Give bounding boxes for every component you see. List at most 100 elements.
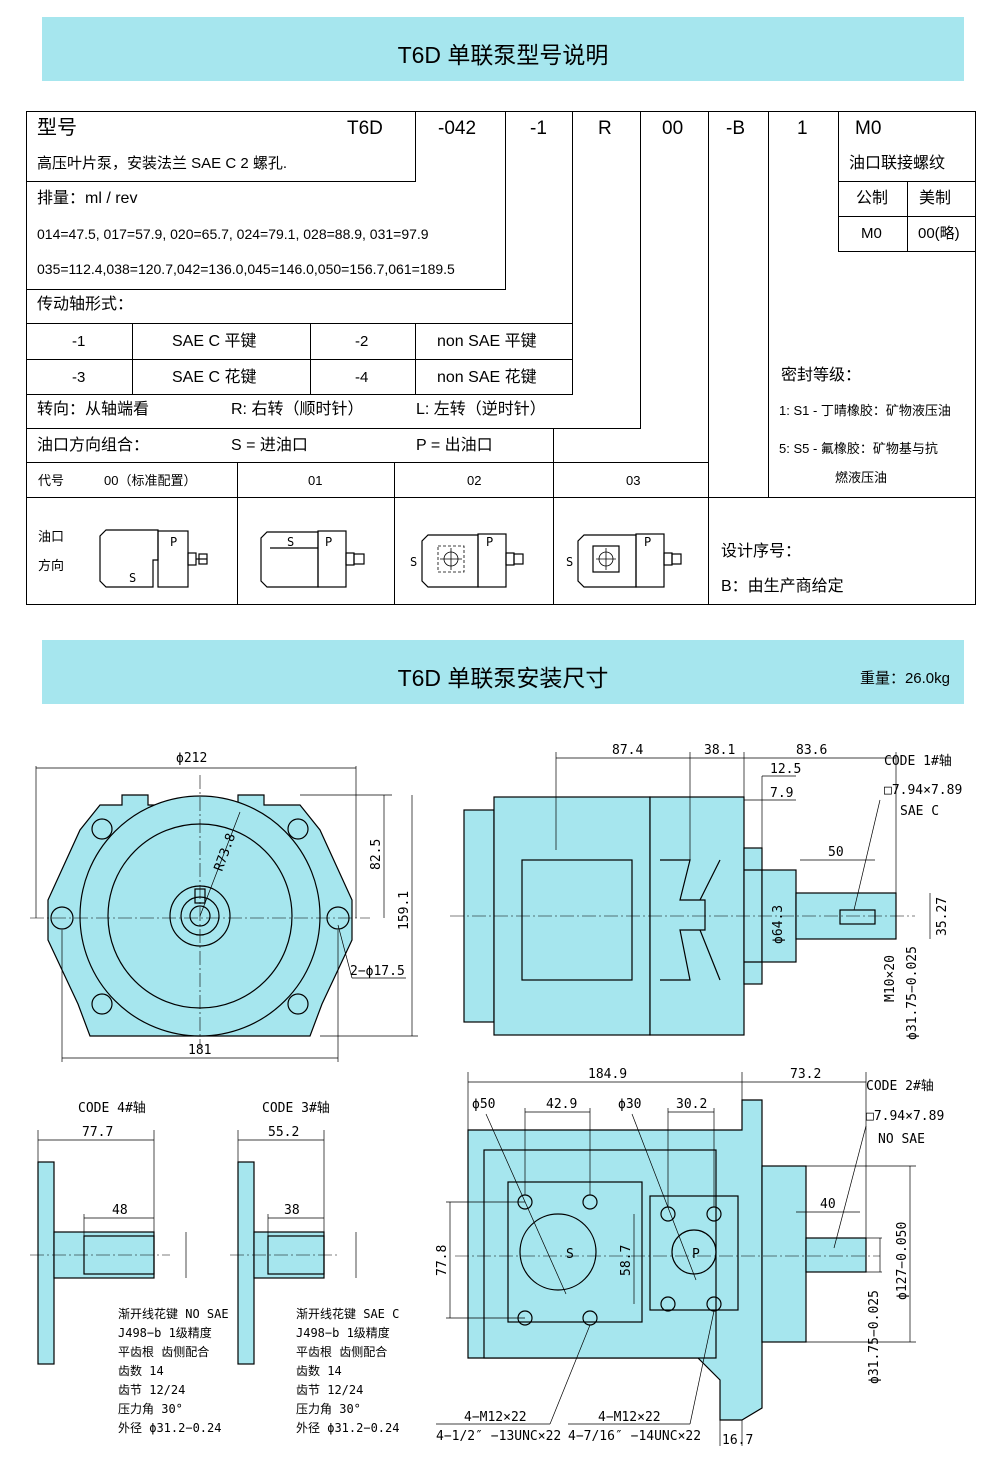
dim-38.1: 38.1 — [704, 743, 735, 758]
thread-us-value: 00(略) — [918, 225, 960, 242]
shaft-code-3: -3 — [72, 369, 86, 386]
shaft-desc-3: SAE C 花键 — [172, 369, 257, 386]
dim-58.7: 58.7 — [619, 1245, 634, 1276]
code4-title: CODE 4#轴 — [78, 1101, 146, 1116]
port-s-label: S — [566, 1247, 574, 1262]
dim-82.5: 82.5 — [369, 839, 384, 870]
svg-text:S: S — [129, 571, 136, 585]
design-value: B：由生产商给定 — [721, 578, 844, 595]
dim-73.2: 73.2 — [790, 1067, 821, 1082]
code3-note-4: 齿数 14 — [296, 1363, 342, 1378]
dim-184.9: 184.9 — [588, 1067, 627, 1082]
code-port: 00 — [662, 118, 684, 139]
section-banner-install: T6D 单联泵安装尺寸 重量：26.0kg — [42, 640, 964, 704]
dim-48: 48 — [112, 1203, 128, 1218]
code-thread: M0 — [855, 118, 882, 139]
shaft-desc-1: SAE C 平键 — [172, 333, 257, 350]
code4-note-4: 齿数 14 — [118, 1363, 164, 1378]
seal-option-5a: 5: S5 - 氟橡胶：矿物基与抗 — [779, 441, 938, 456]
dim-38: 38 — [284, 1203, 300, 1218]
code-displacement: -042 — [438, 118, 477, 139]
dim-77.8: 77.8 — [435, 1245, 450, 1276]
shaft-code-1: -1 — [72, 333, 86, 350]
note-unc-b: 4−7/16″ −14UNC×22 — [568, 1429, 701, 1444]
dim-16.7: 16.7 — [722, 1433, 753, 1448]
svg-text:S: S — [287, 535, 294, 549]
code3-notes: 渐开线花键 SAE C J498−b 1级精度 平齿根 齿侧配合 齿数 14 齿… — [296, 1306, 399, 1435]
code-series: T6D — [347, 118, 383, 139]
dim-83.6: 83.6 — [796, 743, 827, 758]
svg-text:S: S — [566, 555, 573, 569]
dim-35.27: 35.27 — [935, 897, 950, 936]
code4-note-2: J498−b 1级精度 — [118, 1325, 212, 1340]
code3-note-1: 渐开线花键 SAE C — [296, 1306, 399, 1321]
code3-note-5: 齿节 12/24 — [296, 1383, 363, 1397]
code4-note-7: 外径 ϕ31.2−0.24 — [118, 1421, 221, 1435]
code1-key: □7.94×7.89 — [884, 783, 962, 798]
port-suction: S = 进油口 — [231, 437, 308, 454]
note-m12-a: 4−M12×22 — [464, 1410, 527, 1425]
port-header-01: 01 — [308, 473, 323, 488]
dim-30.2: 30.2 — [676, 1097, 707, 1112]
svg-text:S: S — [410, 555, 417, 569]
dim-phi31.75-side: ϕ31.75−0.025 — [905, 946, 920, 1040]
code3-note-2: J498−b 1级精度 — [296, 1325, 390, 1340]
port-dir-label-2: 方向 — [38, 558, 65, 573]
port-diagram-02: S P — [410, 533, 524, 588]
code4-note-3: 平齿根 齿侧配合 — [118, 1344, 209, 1359]
section-title-install: T6D 单联泵安装尺寸 — [397, 665, 609, 691]
port-diagram-03: S P — [566, 533, 682, 588]
code3-note-3: 平齿根 齿侧配合 — [296, 1344, 387, 1359]
code-seal: 1 — [797, 118, 808, 139]
code4-note-6: 压力角 30° — [118, 1402, 183, 1416]
rotation-right: R: 右转（顺时针） — [231, 401, 364, 418]
port-pressure: P = 出油口 — [416, 437, 493, 454]
svg-text:P: P — [486, 535, 493, 549]
dim-181: 181 — [188, 1043, 211, 1058]
port-header-02: 02 — [467, 473, 482, 488]
svg-text:P: P — [644, 535, 651, 549]
dim-87.4: 87.4 — [612, 743, 643, 758]
port-label: 油口方向组合： — [37, 437, 150, 454]
code3-note-7: 外径 ϕ31.2−0.24 — [296, 1421, 399, 1435]
svg-text:P: P — [325, 535, 332, 549]
shaft-code-2: -2 — [355, 333, 369, 350]
code2-label: CODE 2#轴 — [866, 1079, 934, 1094]
dim-12.5: 12.5 — [770, 762, 801, 777]
section-banner-model: T6D 单联泵型号说明 — [42, 17, 964, 81]
dim-77.7: 77.7 — [82, 1125, 113, 1140]
code3-note-6: 压力角 30° — [296, 1402, 361, 1416]
model-desc: 高压叶片泵，安装法兰 SAE C 2 螺孔. — [37, 155, 288, 172]
dim-phi64.3: ϕ64.3 — [771, 905, 786, 944]
dim-holes: 2−ϕ17.5 — [350, 964, 405, 979]
shaft-desc-4: non SAE 花键 — [437, 369, 537, 386]
code4-note-1: 渐开线花键 NO SAE — [118, 1306, 229, 1321]
dim-7.9: 7.9 — [770, 786, 793, 801]
code3-title: CODE 3#轴 — [262, 1101, 330, 1116]
seal-option-5b: 燃液压油 — [835, 470, 888, 485]
port-diagram-01: S P — [260, 530, 365, 588]
code4-shaft-view: CODE 4#轴 77.7 48 — [30, 1101, 187, 1365]
shaft-code-4: -4 — [355, 369, 369, 386]
code-rotation: R — [598, 118, 612, 139]
seal-option-1: 1: S1 - 丁晴橡胶：矿物液压油 — [779, 403, 951, 418]
port-header-code: 代号 — [38, 473, 65, 488]
weight-label: 重量：26.0kg — [859, 670, 950, 687]
dim-55.2: 55.2 — [268, 1125, 299, 1140]
thread-metric-value: M0 — [861, 225, 882, 242]
rotation-label: 转向：从轴端看 — [37, 401, 150, 418]
side-view: 87.4 38.1 83.6 12.5 7.9 50 ϕ64.3 35.27 M… — [450, 743, 962, 1040]
dim-phi212: ϕ212 — [176, 751, 207, 766]
code1-sae: SAE C — [900, 804, 939, 819]
dim-phi30: ϕ30 — [618, 1097, 641, 1112]
model-label: 型号 — [37, 117, 77, 139]
dim-m10: M10×20 — [883, 955, 898, 1002]
note-unc-a: 4−1/2″ −13UNC×22 — [436, 1429, 561, 1444]
code-design: -B — [726, 118, 745, 139]
port-header-00: 00（标准配置） — [104, 473, 197, 488]
port-header-03: 03 — [626, 473, 641, 488]
dim-phi31.75-bottom: ϕ31.75−0.025 — [867, 1290, 882, 1384]
code1-label: CODE 1#轴 — [884, 754, 952, 769]
shaft-desc-2: non SAE 平键 — [437, 333, 537, 350]
